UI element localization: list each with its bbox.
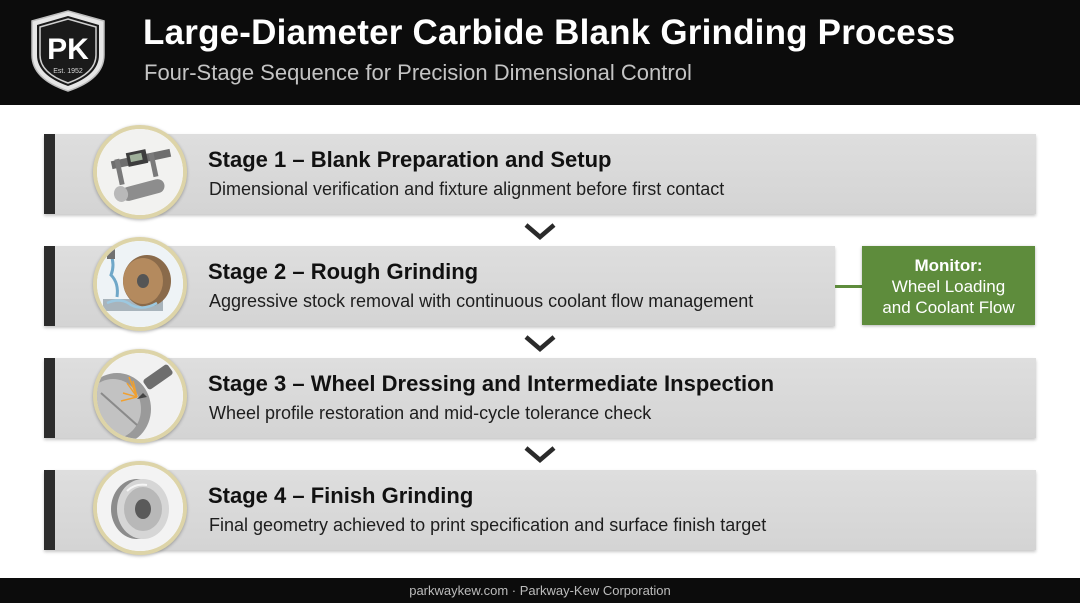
logo-established: Est. 1952: [53, 68, 83, 75]
monitor-callout-line-1: Wheel Loading: [891, 277, 1006, 296]
stage-1-card: Stage 1 – Blank Preparation and Setup Di…: [44, 125, 1036, 219]
grinding-wheel-coolant-icon: [93, 237, 187, 331]
callout-connector: [835, 285, 863, 288]
stage-3-card: Stage 3 – Wheel Dressing and Intermediat…: [44, 349, 1036, 443]
stage-4-description: Final geometry achieved to print specifi…: [209, 515, 767, 535]
stage-4-card: Stage 4 – Finish Grinding Final geometry…: [44, 461, 1036, 555]
chevron-down-icon: [523, 333, 557, 353]
finished-disc-icon: [93, 461, 187, 555]
page-subtitle: Four-Stage Sequence for Precision Dimens…: [144, 60, 692, 85]
monitor-callout-title: Monitor:: [914, 256, 983, 275]
wheel-dresser-icon: [93, 349, 187, 443]
monitor-callout-line-2: and Coolant Flow: [882, 298, 1015, 317]
pk-shield-logo: PK Est. 1952: [28, 9, 108, 93]
stage-1-title: Stage 1 – Blank Preparation and Setup: [208, 147, 612, 172]
header: PK Est. 1952 Large-Diameter Carbide Blan…: [0, 0, 1080, 105]
stage-2-title: Stage 2 – Rough Grinding: [208, 259, 479, 284]
stage-2-card: Stage 2 – Rough Grinding Aggressive stoc…: [44, 237, 835, 331]
stage-4-title: Stage 4 – Finish Grinding: [208, 483, 474, 508]
footer: parkwaykew.com · Parkway-Kew Corporation: [0, 578, 1080, 603]
stage-2-description: Aggressive stock removal with continuous…: [209, 291, 754, 311]
logo-letters: PK: [47, 33, 89, 66]
monitor-callout: Monitor: Wheel Loading and Coolant Flow: [862, 246, 1035, 325]
stage-3-title: Stage 3 – Wheel Dressing and Intermediat…: [208, 371, 775, 396]
stage-1-description: Dimensional verification and fixture ali…: [209, 179, 725, 199]
stage-3-description: Wheel profile restoration and mid-cycle …: [209, 403, 652, 423]
caliper-icon: [93, 125, 187, 219]
chevron-down-icon: [523, 221, 557, 241]
page-title: Large-Diameter Carbide Blank Grinding Pr…: [143, 13, 956, 52]
chevron-down-icon: [523, 444, 557, 464]
